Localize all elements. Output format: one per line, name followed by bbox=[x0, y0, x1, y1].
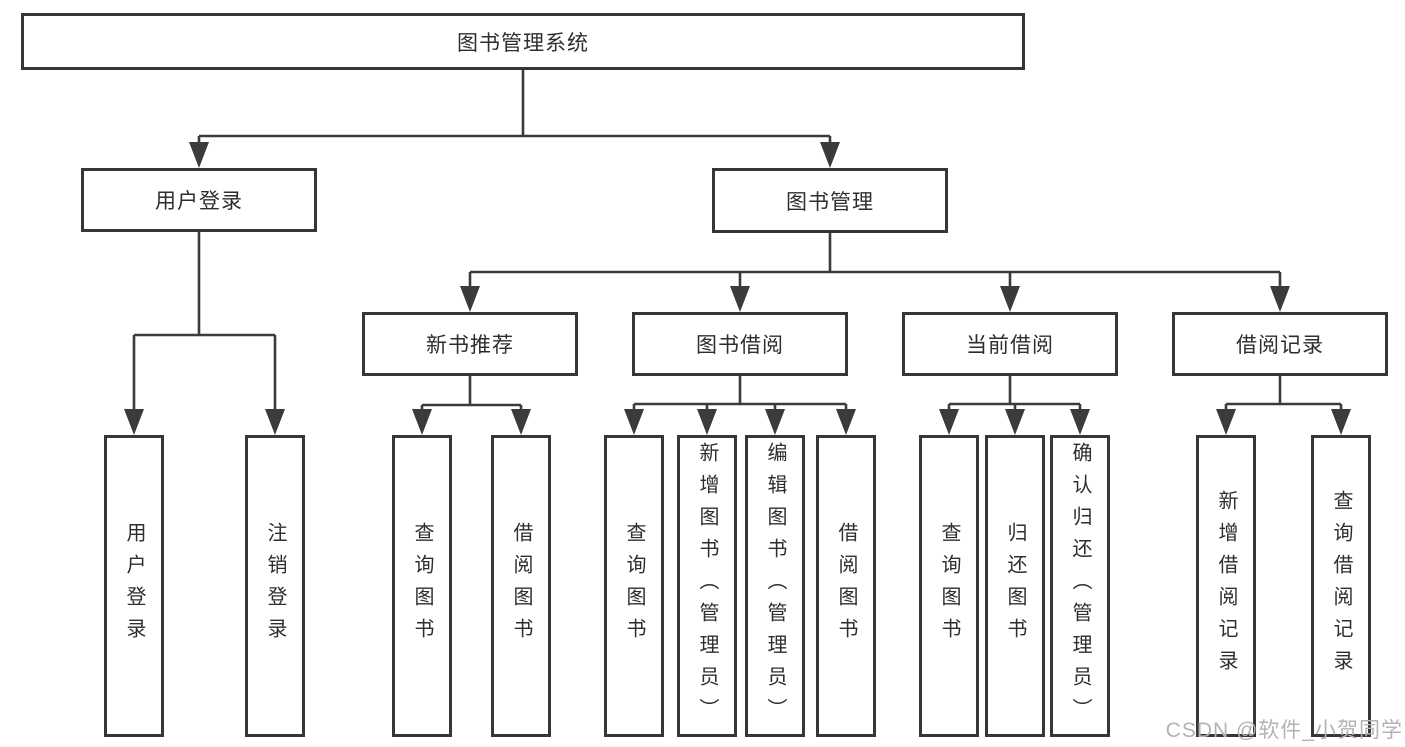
leaf-label: 归还图书 bbox=[1004, 522, 1026, 650]
leaf-label: 新增借阅记录 bbox=[1215, 490, 1237, 682]
leaf-edit-book-admin: 编辑图书（管理员） bbox=[745, 435, 805, 737]
leaf-label: 确认归还（管理员） bbox=[1069, 442, 1091, 730]
leaf-add-borrow-record: 新增借阅记录 bbox=[1196, 435, 1256, 737]
node-library-management-system: 图书管理系统 bbox=[21, 13, 1025, 70]
leaf-label: 用户登录 bbox=[123, 522, 145, 650]
leaf-query-books-borrow: 查询图书 bbox=[604, 435, 664, 737]
node-label: 图书借阅 bbox=[696, 334, 784, 357]
leaf-label: 新增图书（管理员） bbox=[696, 442, 718, 730]
node-label: 新书推荐 bbox=[426, 334, 514, 357]
leaf-label: 查询借阅记录 bbox=[1330, 490, 1352, 682]
leaf-query-books-current: 查询图书 bbox=[919, 435, 979, 737]
node-book-borrow: 图书借阅 bbox=[632, 312, 848, 376]
leaf-borrow-books-borrow: 借阅图书 bbox=[816, 435, 876, 737]
node-current-borrow: 当前借阅 bbox=[902, 312, 1118, 376]
leaf-query-books-recommend: 查询图书 bbox=[392, 435, 452, 737]
leaf-logout-login: 注销登录 bbox=[245, 435, 305, 737]
node-new-book-recommend: 新书推荐 bbox=[362, 312, 578, 376]
leaf-label: 借阅图书 bbox=[510, 522, 532, 650]
leaf-borrow-books-recommend: 借阅图书 bbox=[491, 435, 551, 737]
node-label: 当前借阅 bbox=[966, 334, 1054, 357]
csdn-watermark: CSDN @软件_小贺同学 bbox=[1165, 719, 1403, 742]
leaf-label: 借阅图书 bbox=[835, 522, 857, 650]
leaf-confirm-return-admin: 确认归还（管理员） bbox=[1050, 435, 1110, 737]
node-label: 图书管理系统 bbox=[457, 31, 589, 55]
leaf-label: 查询图书 bbox=[411, 522, 433, 650]
leaf-label: 查询图书 bbox=[938, 522, 960, 650]
node-borrow-records: 借阅记录 bbox=[1172, 312, 1388, 376]
node-user-login: 用户登录 bbox=[81, 168, 317, 232]
node-label: 借阅记录 bbox=[1236, 334, 1324, 357]
leaf-user-login: 用户登录 bbox=[104, 435, 164, 737]
node-label: 用户登录 bbox=[155, 190, 243, 213]
node-book-management: 图书管理 bbox=[712, 168, 948, 233]
leaf-add-book-admin: 新增图书（管理员） bbox=[677, 435, 737, 737]
leaf-label: 编辑图书（管理员） bbox=[764, 442, 786, 730]
leaf-return-books: 归还图书 bbox=[985, 435, 1045, 737]
leaf-label: 查询图书 bbox=[623, 522, 645, 650]
leaf-label: 注销登录 bbox=[264, 522, 286, 650]
leaf-query-borrow-record: 查询借阅记录 bbox=[1311, 435, 1371, 737]
node-label: 图书管理 bbox=[786, 190, 874, 214]
